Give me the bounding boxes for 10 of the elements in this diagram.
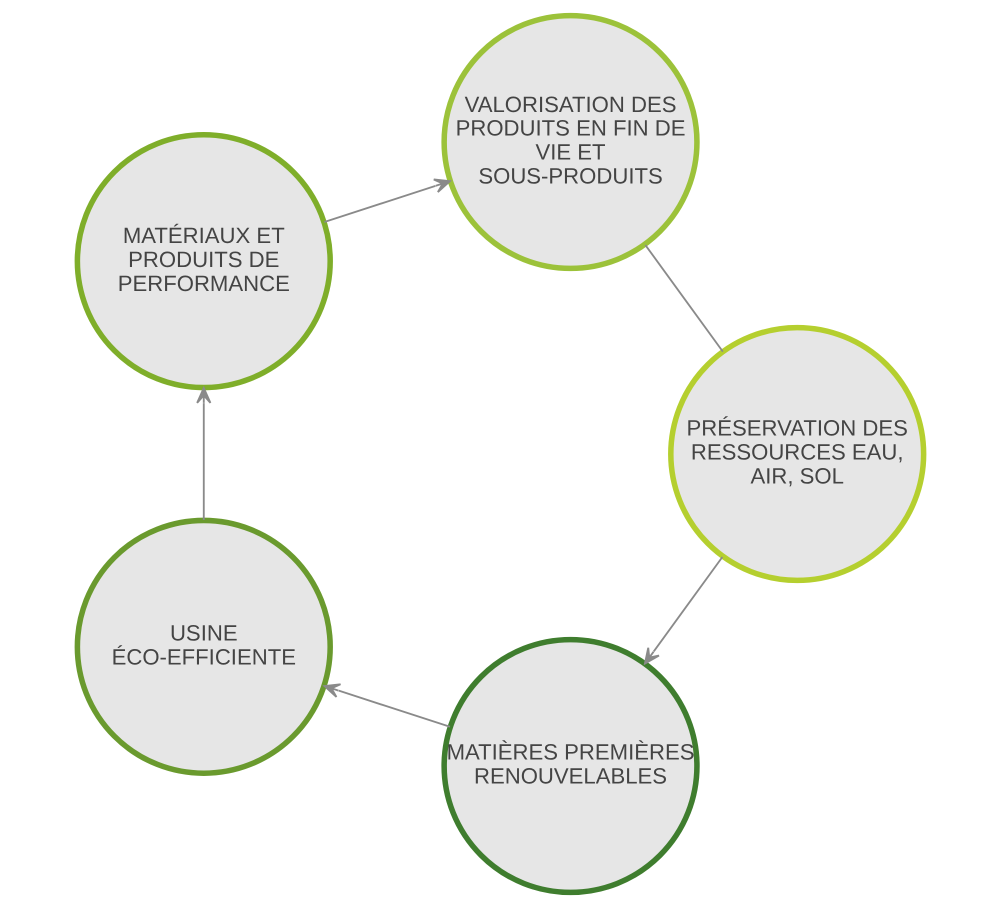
node-circle: PRÉSERVATION DES RESSOURCES EAU, AIR, SOL [668,324,926,584]
node-circle: VALORISATION DES PRODUITS EN FIN DE VIE ET SOUS-PRODUITS [440,12,700,272]
node-circle: MATÉRIAUX ET PRODUITS DE PERFORMANCE [74,132,332,390]
arrow [644,556,723,665]
connector [644,244,724,352]
node-circle: USINE ÉCO-EFFICIENTE [74,518,332,776]
node-circle: MATIÈRES PREMIÈRES RENOUVELABLES [440,636,700,896]
arrow [324,178,450,223]
arrow [196,387,211,520]
arrow [323,683,450,728]
